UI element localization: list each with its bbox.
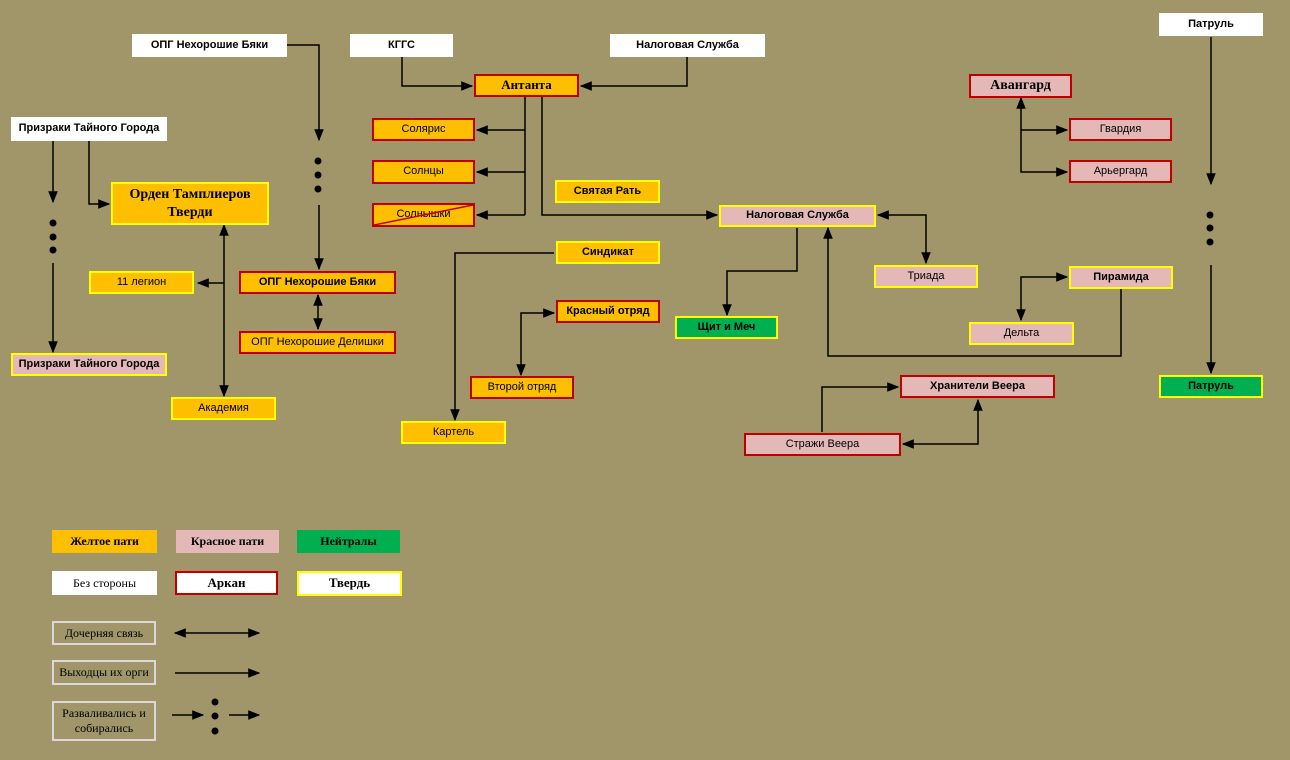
dots-legend: [211, 698, 219, 735]
edge-nalog-triada: [876, 210, 931, 265]
strike-through-mark: [374, 205, 473, 225]
node-vtoroy-otryad: Второй отряд: [470, 376, 574, 399]
edge-sindikat-kartel: [450, 252, 554, 422]
dots-prizraki: [49, 219, 57, 254]
node-antanta: Антанта: [474, 74, 579, 97]
node-nalog-mid: Налоговая Служба: [719, 205, 876, 227]
node-legion: 11 легион: [89, 271, 194, 294]
node-patrul-bottom: Патруль: [1159, 375, 1263, 398]
node-strazhi: Стражи Веера: [744, 433, 901, 456]
node-shchit-mech: Щит и Меч: [675, 316, 778, 339]
node-nalog-top: Налоговая Служба: [610, 34, 765, 57]
legend-yellow-party: Желтое пати: [52, 530, 157, 553]
node-gvardiya: Гвардия: [1069, 118, 1172, 141]
node-svyataya-rat: Святая Рать: [555, 180, 660, 203]
legend-child-link: Дочерняя связь: [52, 621, 156, 645]
node-opg-delishki: ОПГ Нехорошие Делишки: [239, 331, 396, 354]
edge-strazhi-khraniteli: [821, 382, 900, 432]
legend-neutrals: Нейтралы: [297, 530, 400, 553]
node-aryergard: Арьергард: [1069, 160, 1172, 183]
legend-red-party: Красное пати: [176, 530, 279, 553]
node-opg-byaki-top: ОПГ Нехорошие Бяки: [132, 34, 287, 57]
edge-khraniteli-strazhi: [901, 398, 983, 449]
node-khraniteli: Хранители Веера: [900, 375, 1055, 398]
node-piramida: Пирамида: [1069, 266, 1173, 289]
node-patrul-top: Патруль: [1159, 13, 1263, 36]
edge-avangard-gvardiya: [1016, 96, 1069, 135]
legend-arkan: Аркан: [175, 571, 278, 595]
edge-antanta-nalog-mid: [541, 97, 719, 220]
edge-byaki-top-down: [287, 44, 324, 142]
node-solnyshki: Солнышки: [372, 203, 475, 227]
node-delta: Дельта: [969, 322, 1074, 345]
edge-avangard-aryergard: [1020, 130, 1069, 177]
edge-nalog-antanta: [579, 57, 688, 91]
node-sindikat: Синдикат: [556, 241, 660, 264]
node-templiers: Орден Тамплиеров Тверди: [111, 182, 269, 225]
node-solntsy: Солнцы: [372, 160, 475, 184]
edge-delta-piramida: [1016, 272, 1069, 322]
dots-opg: [314, 157, 322, 193]
node-avangard: Авангард: [969, 74, 1072, 98]
node-solyaris: Солярис: [372, 118, 475, 141]
edge-prizraki-templiers: [88, 141, 111, 209]
node-triada: Триада: [874, 265, 978, 288]
node-krasny-otryad: Красный отряд: [556, 300, 660, 323]
node-kartel: Картель: [401, 421, 506, 444]
legend-splinters: Выходцы их орги: [52, 660, 156, 685]
node-prizraki-top: Призраки Тайного Города: [11, 117, 167, 141]
edge-krasny-vtoroy: [516, 308, 556, 377]
legend-split-rejoin: Разваливались и собирались: [52, 701, 156, 741]
node-kggs: КГГС: [350, 34, 453, 57]
edge-nalog-shchit: [722, 228, 798, 317]
dots-patrul: [1206, 211, 1214, 246]
legend-no-side: Без стороны: [52, 571, 157, 595]
legend-tverd: Твердь: [297, 571, 402, 596]
node-opg-byaki-mid: ОПГ Нехорошие Бяки: [239, 271, 396, 294]
node-akademiya: Академия: [171, 397, 276, 420]
edge-kggs-antanta: [401, 57, 474, 91]
node-prizraki-bottom: Призраки Тайного Города: [11, 353, 167, 376]
edge-piramida-nalog: [823, 226, 1122, 357]
